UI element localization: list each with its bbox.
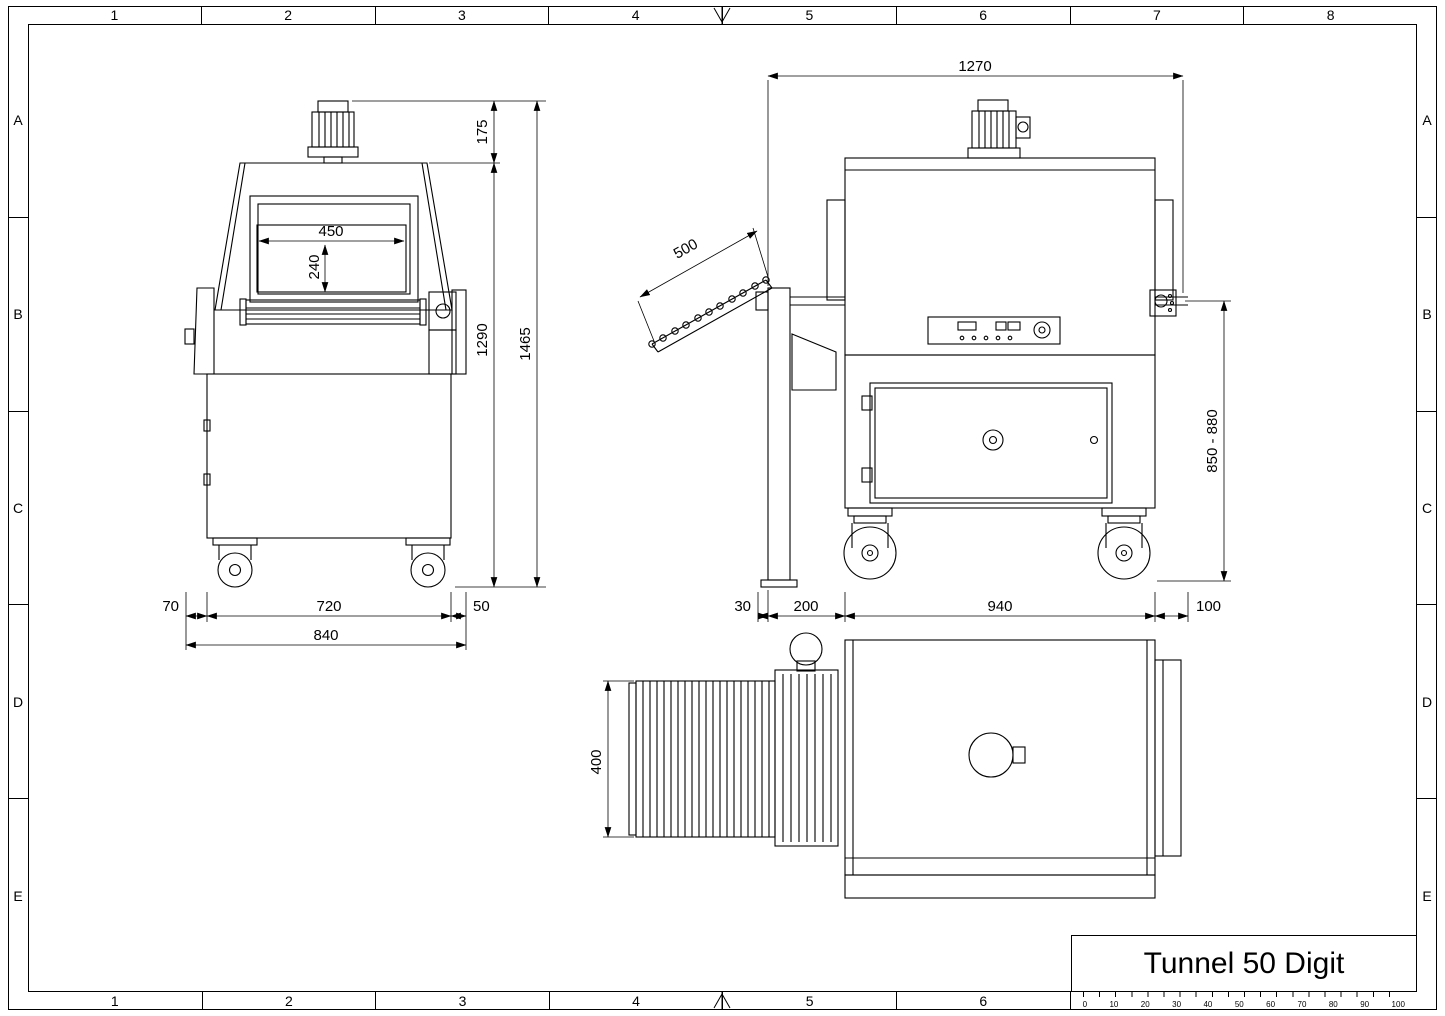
grid-row-label: E xyxy=(8,798,28,992)
door-handle xyxy=(982,429,1004,451)
grid-row-label: A xyxy=(13,112,23,129)
grid-row-label: D xyxy=(8,604,28,798)
caster-wheel xyxy=(410,552,446,588)
grid-col-label: 2 xyxy=(201,992,376,1010)
dim-side-infeed-length: 200 xyxy=(793,598,818,615)
front-view-dimensions: 450 240 175 1290 1465 70 720 50 840 xyxy=(162,100,546,650)
ruler-tick-label: 70 xyxy=(1297,1000,1307,1009)
ruler-tick-label: 50 xyxy=(1234,1000,1244,1009)
ruler-tick-label: 40 xyxy=(1203,1000,1213,1009)
tunnel-opening xyxy=(256,224,407,293)
tunnel-body-side xyxy=(844,157,1156,356)
dim-front-right-margin: 50 xyxy=(473,598,490,615)
scale-ruler: 0 10 20 30 40 50 60 70 80 90 100 xyxy=(1069,992,1417,1010)
side-view xyxy=(648,99,1188,588)
dim-front-total-height: 1465 xyxy=(517,327,534,360)
title-block: Tunnel 50 Digit xyxy=(1071,935,1417,992)
dim-side-hinge-offset: 30 xyxy=(734,598,751,615)
ruler-tick-label: 60 xyxy=(1266,1000,1276,1009)
grid-col-label: 8 xyxy=(1243,6,1417,24)
sheet-inner-frame xyxy=(28,24,1417,992)
grid-col-label: 4 xyxy=(548,6,722,24)
dim-side-tray-length: 500 xyxy=(671,236,701,263)
motor-top xyxy=(968,732,1014,778)
ruler-tick-label: 30 xyxy=(1172,1000,1182,1009)
caster-wheel xyxy=(843,526,897,580)
control-panel xyxy=(927,316,1061,345)
cabinet-front xyxy=(206,373,452,539)
ruler-tick-label: 80 xyxy=(1328,1000,1338,1009)
grid-row-label: C xyxy=(8,410,28,605)
grid-col-label: 5 xyxy=(722,992,896,1010)
dim-front-opening-width: 450 xyxy=(318,223,343,240)
grid-col-label: 6 xyxy=(895,6,1070,24)
grid-row-label: B xyxy=(8,216,28,411)
drawing-title: Tunnel 50 Digit xyxy=(1143,946,1345,980)
grid-col-label: 4 xyxy=(548,992,723,1010)
grid-row-label: D xyxy=(1417,604,1437,798)
motor-cap xyxy=(317,100,349,113)
grid-row-label: C xyxy=(1417,410,1437,605)
grid-col-label: 1 xyxy=(110,7,119,23)
support-column xyxy=(767,287,791,581)
grid-col-label: 6 xyxy=(895,992,1070,1010)
front-view xyxy=(184,100,467,588)
caster-wheel xyxy=(1097,526,1151,580)
grid-row-label: A xyxy=(1422,112,1432,129)
dim-top-conveyor-width: 400 xyxy=(588,749,605,774)
top-view xyxy=(628,632,1182,899)
ruler-tick-label: 0 xyxy=(1082,1000,1088,1009)
dim-front-opening-height: 240 xyxy=(306,254,323,279)
dim-side-outfeed-length: 100 xyxy=(1196,598,1221,615)
grid-row-label: E xyxy=(1417,798,1437,992)
grid-col-label: 1 xyxy=(110,993,119,1009)
door-lock xyxy=(1089,435,1099,445)
ruler-tick-label: 90 xyxy=(1360,1000,1370,1009)
dim-side-work-height: 850 - 880 xyxy=(1204,409,1221,472)
grid-rows-right: A B C D E xyxy=(1417,24,1437,992)
centering-marks xyxy=(713,6,731,1010)
grid-col-label: 7 xyxy=(1069,6,1244,24)
blower-top xyxy=(789,632,823,666)
dim-front-left-margin: 70 xyxy=(162,598,179,615)
dim-side-total-length: 1270 xyxy=(958,58,991,75)
ruler-tick-label: 10 xyxy=(1109,1000,1119,1009)
control-knob xyxy=(435,303,451,319)
grid-rows-left: A B C D E xyxy=(8,24,28,992)
dim-front-total-width: 840 xyxy=(313,627,338,644)
grid-col-label: 2 xyxy=(200,6,375,24)
dim-front-body-width: 720 xyxy=(316,598,341,615)
panel-dial xyxy=(1033,321,1051,339)
dim-front-body-height: 1290 xyxy=(474,323,491,356)
grid-col-label: 3 xyxy=(375,992,549,1010)
motor-body xyxy=(311,111,355,148)
cabinet-door xyxy=(869,382,1113,504)
ruler-tick-label: 100 xyxy=(1391,1000,1405,1009)
infeed-tray xyxy=(651,279,773,353)
grid-columns-bottom: 1 2 3 4 5 6 0 10 20 30 40 50 60 70 80 90… xyxy=(28,992,1417,1010)
grid-row-label: B xyxy=(1417,216,1437,411)
tunnel-body-top xyxy=(844,639,1156,876)
dim-front-motor-height: 175 xyxy=(474,119,491,144)
caster-wheel xyxy=(217,552,253,588)
side-view-dimensions: 1270 500 850 - 880 30 200 940 100 xyxy=(637,58,1231,622)
ruler-tick-label: 20 xyxy=(1140,1000,1150,1009)
dim-side-body-length: 940 xyxy=(987,598,1012,615)
top-view-dimensions: 400 xyxy=(588,680,634,838)
grid-col-label: 3 xyxy=(374,6,549,24)
